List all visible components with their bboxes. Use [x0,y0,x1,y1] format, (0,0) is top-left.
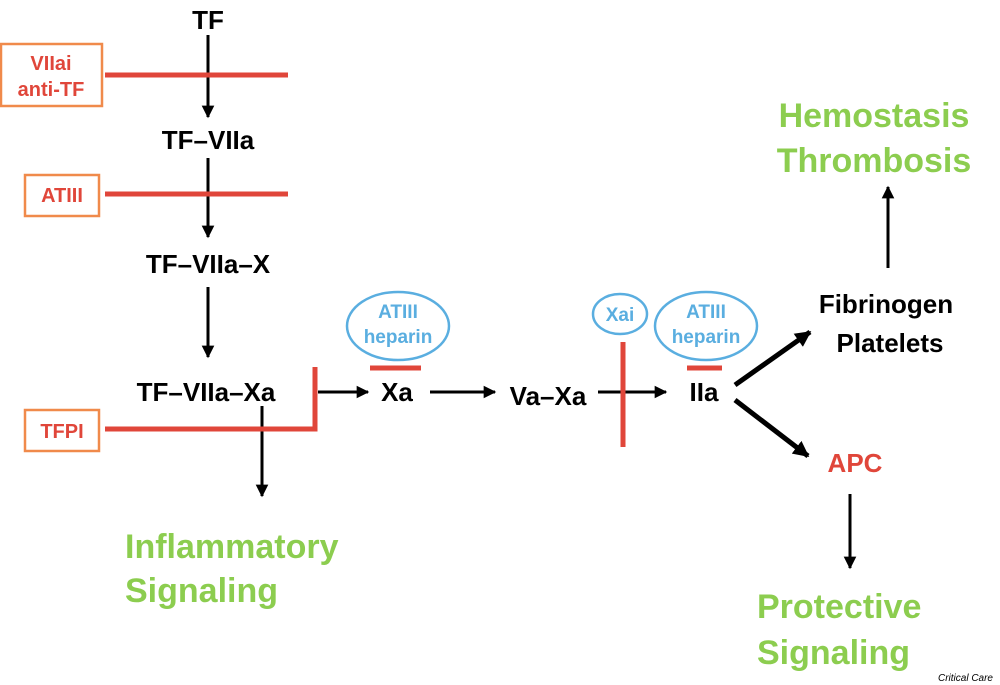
inhibitor-tfpi-label: TFPI [40,421,83,443]
outcome-thrombosis: Thrombosis [777,142,972,180]
node-apc: APC [828,448,883,478]
ellipse-heparin-label-2: heparin [672,327,741,348]
arrow-iia-to-apc [733,398,810,458]
outcome-signaling-inflammatory: Signaling [125,572,278,610]
inhibitor-box-tfpi [23,408,101,453]
inhibitor-box-atiii [23,173,101,218]
node-tf-viia-xa: TF–VIIa–Xa [137,377,276,407]
outcome-inflammatory: Inflammatory [125,528,339,566]
ellipse-atiii-heparin-xa [345,290,451,362]
ellipse-atiii-label-1: ATIII [378,302,418,323]
node-tf: TF [192,5,224,35]
node-tf-viia-x: TF–VIIa–X [146,249,271,279]
inhibitor-atiii-label: ATIII [41,185,83,207]
outcome-protective: Protective [757,588,921,626]
node-va-xa: Va–Xa [510,381,587,411]
ellipse-xai-label: Xai [606,305,635,326]
node-iia: IIa [690,377,719,407]
node-xa: Xa [381,377,413,407]
ellipse-atiii-heparin-iia [653,290,759,362]
ellipse-atiii-label-2: ATIII [686,302,726,323]
node-platelets: Platelets [837,328,944,358]
outcome-hemostasis: Hemostasis [779,97,970,135]
inhibitor-box-viiai [0,42,104,108]
ellipse-heparin-label-1: heparin [364,327,433,348]
node-tf-viia: TF–VIIa [162,125,255,155]
inhibitor-anti-tf-label: anti-TF [18,79,85,101]
arrow-iia-to-fibrinogen [733,329,812,388]
outcome-signaling-protective: Signaling [757,634,910,672]
node-fibrinogen: Fibrinogen [819,289,953,319]
inhibition-line-tfpi [105,367,318,432]
source-credit: Critical Care [938,673,993,684]
inhibitor-viiai-label: VIIai [30,53,71,75]
ellipse-xai [591,292,649,336]
